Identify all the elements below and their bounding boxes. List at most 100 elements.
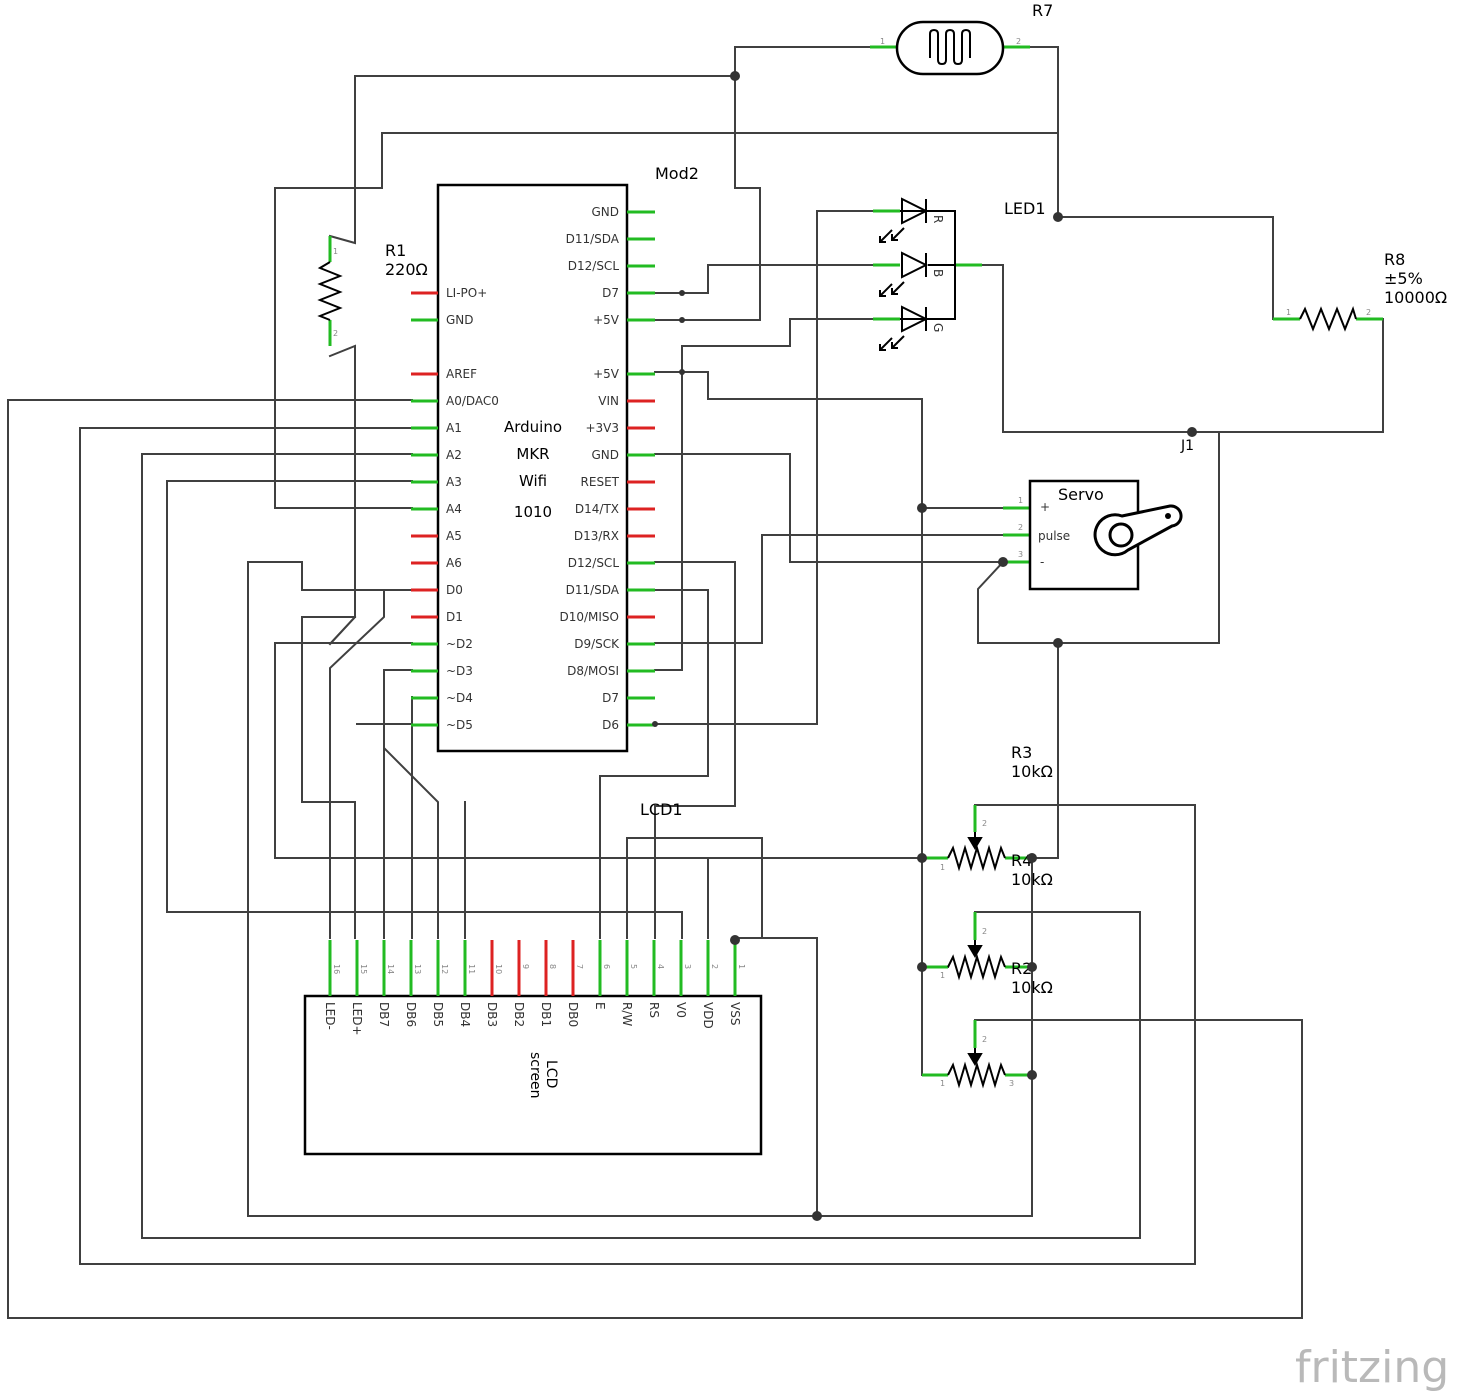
arduino-left-pins: LI-PO+GNDAREFA0/DAC0A1A2A3A4A5A6D0D1~D2~… <box>411 286 499 732</box>
arduino-left-pin-label: D0 <box>446 583 463 597</box>
arduino-left-pin-label: A4 <box>446 502 462 516</box>
arduino-left-pin-label: A3 <box>446 475 462 489</box>
lcd-pins: 16LED-15LED+14DB713DB612DB511DB410DB39DB… <box>323 940 746 1036</box>
arduino-right-pin-label: D7 <box>602 286 619 300</box>
r1-pin1-number: 1 <box>333 247 338 256</box>
wires <box>7 46 1384 1319</box>
r7-pin2-number: 2 <box>1016 37 1021 46</box>
lcd-pin-number: 7 <box>575 964 584 969</box>
lcd-pin-name: DB3 <box>485 1002 499 1027</box>
lcd-title-line2: screen <box>527 1052 543 1099</box>
resistor-r8: 1 2 R8 ±5% 10000Ω <box>1273 250 1447 332</box>
arduino-left-pin-label: D1 <box>446 610 463 624</box>
lcd-pin-name: DB6 <box>404 1002 418 1027</box>
r2-pin2-number: 2 <box>982 1035 987 1044</box>
arduino-right-pin-label: GND <box>591 205 619 219</box>
r7-pin1-number: 1 <box>880 37 885 46</box>
lcd-pin-number: 1 <box>737 964 746 969</box>
arduino-title-line1: Arduino <box>504 418 562 436</box>
servo-horn-icon <box>1093 504 1183 557</box>
r2-label: R2 <box>1011 959 1032 978</box>
arduino-left-pin-label: LI-PO+ <box>446 286 487 300</box>
arduino-right-pin-label: D6 <box>602 718 619 732</box>
r2-value: 10kΩ <box>1011 978 1053 997</box>
r8-label: R8 <box>1384 250 1405 269</box>
arduino-right-pin-label: +5V <box>593 313 620 327</box>
lcd-pin-name: LED- <box>323 1002 337 1030</box>
led-r-label: R <box>931 215 945 223</box>
fritzing-logo: fritzing <box>1295 1342 1449 1393</box>
servo-shaft-icon <box>1108 522 1134 548</box>
lcd-pin-name: DB1 <box>539 1002 553 1027</box>
r8-pin1-number: 1 <box>1286 308 1291 317</box>
lcd-pin-name: LED+ <box>350 1002 364 1036</box>
lcd-pin-name: R/W <box>620 1002 634 1026</box>
arduino-right-pin-label: +5V <box>593 367 620 381</box>
lcd-pin-name: DB2 <box>512 1002 526 1027</box>
r2-pin3-number: 3 <box>1009 1079 1014 1088</box>
lcd-pin-name: DB4 <box>458 1002 472 1027</box>
arduino-title-line2: MKR <box>516 445 549 463</box>
resistor-r1: 1 2 R1 220Ω <box>317 236 428 346</box>
lcd-pin-number: 9 <box>521 964 530 969</box>
arduino-right-pin-label: D7 <box>602 691 619 705</box>
lcd1-label: LCD1 <box>640 800 683 819</box>
potentiometer-r3: 1 2 R3 10kΩ <box>922 743 1053 872</box>
arduino-right-pin-label: D13/RX <box>574 529 619 543</box>
lcd-pin-number: 11 <box>467 964 476 974</box>
arduino-right-pins: GNDD11/SDAD12/SCLD7+5V+5VVIN+3V3GNDRESET… <box>559 205 655 732</box>
r8-tolerance: ±5% <box>1384 269 1423 288</box>
servo-label: Servo <box>1058 485 1104 504</box>
mod2-label: Mod2 <box>655 164 699 183</box>
r3-value: 10kΩ <box>1011 762 1053 781</box>
lcd-pin-number: 4 <box>656 964 665 969</box>
lcd-pin-number: 10 <box>494 964 503 974</box>
servo-motor: Servo + pulse - 1 2 3 <box>1003 479 1183 591</box>
servo-horn-hole-icon <box>1165 513 1171 519</box>
photoresistor-r7: 1 2 R7 <box>870 1 1053 76</box>
lcd-title-line1: LCD <box>543 1060 559 1088</box>
arduino-left-pin-label: A0/DAC0 <box>446 394 499 408</box>
arduino-right-pin-label: D12/SCL <box>568 556 620 570</box>
lcd-pin-number: 2 <box>710 964 719 969</box>
arduino-left-pin-label: ~D3 <box>446 664 473 678</box>
lcd-pin-name: DB7 <box>377 1002 391 1027</box>
arduino-right-pin-label: D8/MOSI <box>567 664 619 678</box>
lcd-pin-name: E <box>593 1002 607 1010</box>
r1-label: R1 <box>385 241 406 260</box>
lcd-pin-name: V0 <box>674 1002 688 1018</box>
arduino-right-pin-label: D11/SDA <box>566 583 620 597</box>
arduino-title-line4: 1010 <box>514 503 552 521</box>
arduino-right-pin-label: D14/TX <box>575 502 619 516</box>
r4-value: 10kΩ <box>1011 870 1053 889</box>
arduino-left-pin-label: A5 <box>446 529 462 543</box>
arduino-right-pin-label: GND <box>591 448 619 462</box>
lcd-pin-name: VDD <box>701 1002 715 1029</box>
r1-pin2-number: 2 <box>333 329 338 338</box>
arduino-right-pin-label: D9/SCK <box>574 637 620 651</box>
arduino-left-pin-label: ~D5 <box>446 718 473 732</box>
r7-label: R7 <box>1032 1 1053 20</box>
lcd-pin-number: 15 <box>359 964 368 974</box>
servo-pin3-number: 3 <box>1018 550 1023 559</box>
r8-value: 10000Ω <box>1384 288 1447 307</box>
servo-pulse-label: pulse <box>1038 529 1070 543</box>
lcd-pin-name: VSS <box>728 1002 742 1025</box>
arduino-right-pin-label: +3V3 <box>585 421 619 435</box>
lcd-pin-number: 6 <box>602 964 611 969</box>
r4-pin1-number: 1 <box>940 971 945 980</box>
r1-value: 220Ω <box>385 260 428 279</box>
lcd-pin-name: DB0 <box>566 1002 580 1027</box>
arduino-left-pin-label: A1 <box>446 421 462 435</box>
arduino-left-pin-label: ~D2 <box>446 637 473 651</box>
arduino-right-pin-label: VIN <box>598 394 619 408</box>
led1-label: LED1 <box>1004 199 1046 218</box>
servo-plus-label: + <box>1040 500 1050 514</box>
r8-pin2-number: 2 <box>1366 308 1371 317</box>
r4-label: R4 <box>1011 851 1032 870</box>
lcd-pin-number: 5 <box>629 964 638 969</box>
arduino-right-pin-label: D11/SDA <box>566 232 620 246</box>
rgb-led-led1: R B G LED1 <box>873 197 1046 351</box>
lcd-screen-lcd1: 16LED-15LED+14DB713DB612DB511DB410DB39DB… <box>303 800 763 1156</box>
